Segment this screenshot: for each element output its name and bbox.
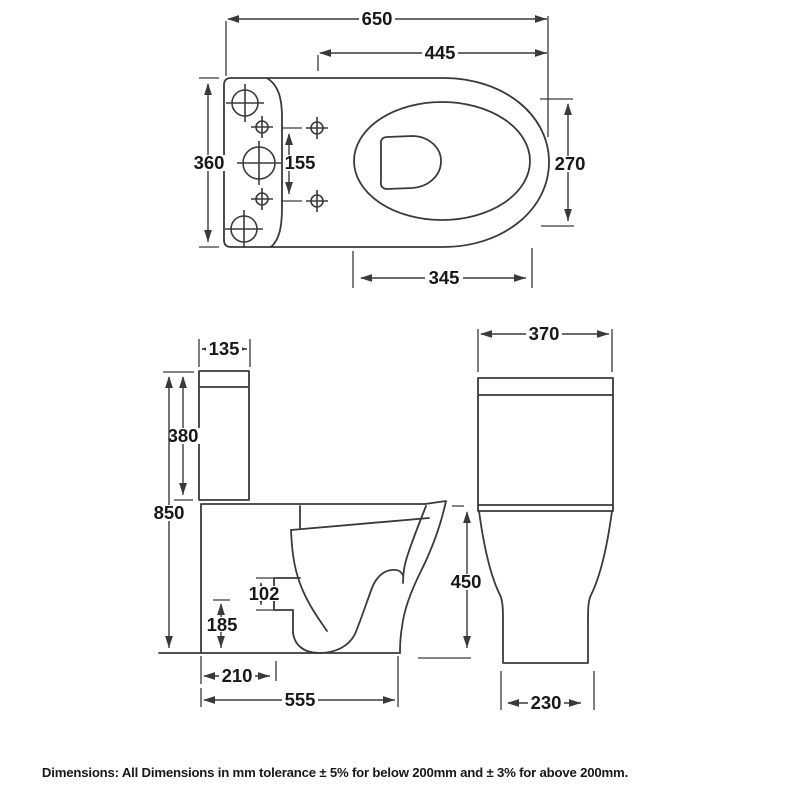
seat-fixing-hole-marker (251, 188, 273, 210)
cistern-side-outline (198, 370, 250, 501)
dimension-cistern-height: 380 (163, 371, 201, 501)
seat-opening-ellipse (353, 101, 531, 221)
dimension-base-depth: 555 (200, 656, 399, 710)
dimension-label: 360 (194, 152, 225, 173)
dimension-overall-height: 850 (151, 376, 187, 648)
seat-fixing-hole-marker (306, 190, 328, 212)
top-view: 650 445 360 155 270 (191, 8, 588, 288)
dimension-label: 210 (222, 665, 253, 686)
dimension-label: 102 (249, 583, 280, 604)
base-side-outline (158, 503, 426, 654)
seat-fixing-hole-marker (251, 116, 273, 138)
footer-note: Dimensions: All Dimensions in mm toleran… (42, 765, 628, 780)
side-view: 135 380 850 102 185 (151, 338, 447, 710)
under-rim-line (290, 505, 430, 531)
dimension-label: 450 (451, 571, 482, 592)
fixing-hole-marker (225, 210, 263, 248)
fixing-hole-marker (237, 141, 281, 185)
dimension-label: 155 (285, 152, 316, 173)
fixing-hole-marker (226, 84, 264, 122)
dimension-seat-height: 450 (418, 505, 485, 659)
flush-outlet-outline (379, 135, 442, 190)
dimension-outlet-projection: 210 (200, 656, 277, 686)
dimension-base-width: 230 (500, 671, 595, 713)
front-view: 370 450 230 (418, 323, 614, 713)
dimension-fixing-hole-centres: 155 (281, 127, 318, 202)
pan-top-outline (223, 77, 550, 248)
dimension-trap-offset: 102 (246, 577, 281, 611)
dimension-overall-length: 650 (225, 8, 549, 137)
cistern-front-outline (477, 377, 614, 512)
dimension-seat-opening-length: 345 (352, 248, 533, 288)
bowl-rear-inner-profile (402, 505, 427, 584)
dimension-label: 185 (207, 614, 238, 635)
dimension-seat-length: 445 (317, 42, 547, 71)
dimension-bowl-opening-width: 270 (540, 98, 588, 227)
dimension-label: 445 (425, 42, 456, 63)
dimension-label: 370 (529, 323, 560, 344)
cistern-separation-line (266, 77, 283, 248)
dimension-label: 270 (555, 153, 586, 174)
dimension-label: 380 (168, 425, 199, 446)
seat-fixing-hole-marker (306, 117, 328, 139)
dimension-cistern-depth: 135 (198, 338, 251, 367)
dimension-label: 555 (285, 689, 316, 710)
dimension-cistern-width: 360 (191, 77, 227, 248)
dimension-label: 135 (209, 338, 240, 359)
dimension-label: 850 (154, 502, 185, 523)
bowl-front-curve (290, 529, 328, 632)
dimension-label: 345 (429, 267, 460, 288)
dimension-label: 650 (362, 8, 393, 29)
dimension-outlet-height: 185 (204, 599, 240, 648)
bowl-rear-outer-profile (399, 500, 447, 654)
dimension-label: 230 (531, 692, 562, 713)
dimension-front-cistern-width: 370 (477, 323, 613, 372)
pan-front-outline (478, 510, 613, 664)
trap-outline (292, 569, 404, 654)
